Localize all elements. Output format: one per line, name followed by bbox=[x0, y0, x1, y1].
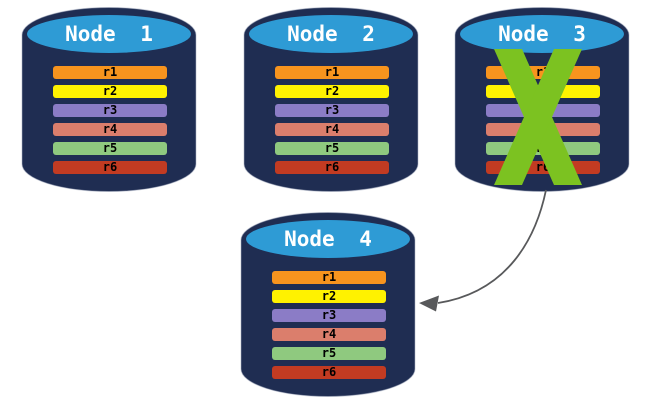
node-1: Node 1 r1 r2 r3 r4 r5 r6 bbox=[21, 7, 197, 193]
cylinder-top-ellipse bbox=[27, 15, 191, 53]
cylinder-top-ellipse bbox=[460, 15, 624, 53]
row-r5: r5 bbox=[275, 142, 389, 155]
row-r3: r3 bbox=[275, 104, 389, 117]
failover-arrow-line bbox=[437, 189, 547, 304]
row-r1: r1 bbox=[275, 66, 389, 79]
node-label: Node 3 bbox=[498, 22, 586, 46]
x-stroke-right bbox=[494, 49, 582, 185]
row-r5: r5 bbox=[53, 142, 167, 155]
row-r3: r3 bbox=[53, 104, 167, 117]
row-r6: r6 bbox=[275, 161, 389, 174]
row-r6: r6 bbox=[53, 161, 167, 174]
row-r2: r2 bbox=[53, 85, 167, 98]
node-2: Node 2 r1 r2 r3 r4 r5 r6 bbox=[243, 7, 419, 193]
node-label: Node 1 bbox=[65, 22, 153, 46]
row-r4: r4 bbox=[53, 123, 167, 136]
failover-arrow-head-icon bbox=[419, 295, 439, 312]
row-r2: r2 bbox=[272, 290, 386, 303]
row-r1: r1 bbox=[53, 66, 167, 79]
node-label: Node 4 bbox=[284, 227, 372, 251]
cylinder-top-ellipse bbox=[249, 15, 413, 53]
node-label: Node 2 bbox=[287, 22, 375, 46]
row-r5: r5 bbox=[272, 347, 386, 360]
row-r4: r4 bbox=[272, 328, 386, 341]
cylinder-top-ellipse bbox=[246, 220, 410, 258]
node-3: Node 3 r1 r2 r3 r4 r5 r6 bbox=[454, 7, 630, 193]
row-r6: r6 bbox=[272, 366, 386, 379]
row-r1: r1 bbox=[272, 271, 386, 284]
node-4: Node 4 r1 r2 r3 r4 r5 r6 bbox=[240, 212, 416, 398]
failure-x-icon bbox=[494, 49, 582, 185]
row-r2: r2 bbox=[275, 85, 389, 98]
row-r4: r4 bbox=[275, 123, 389, 136]
row-r3: r3 bbox=[272, 309, 386, 322]
